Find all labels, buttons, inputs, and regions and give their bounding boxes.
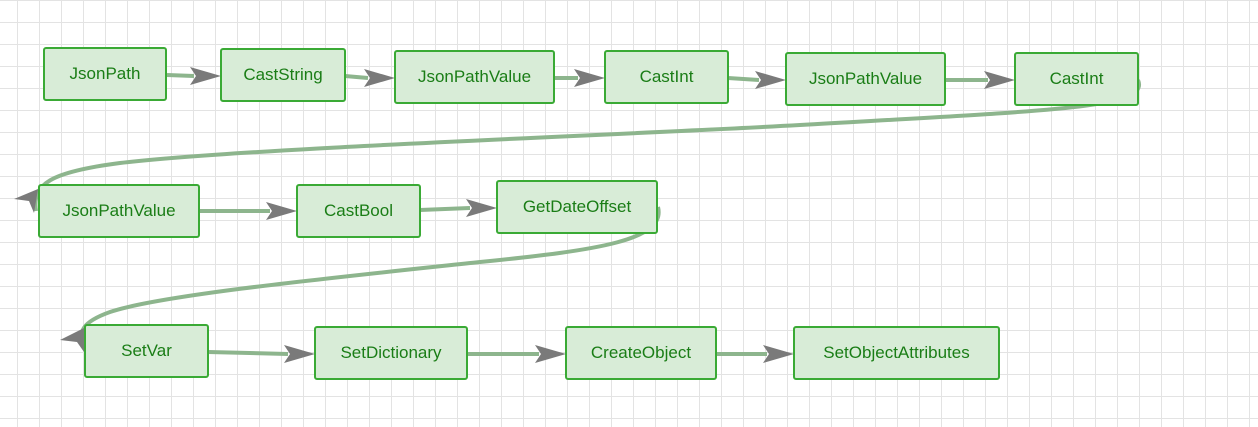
connector-caststring-to-jsonpathvalue (344, 74, 369, 80)
node-label: SetObjectAttributes (823, 343, 970, 362)
connector-getdateoffset-to-setvar (79, 206, 661, 346)
arrowhead (190, 67, 221, 85)
arrowhead (14, 189, 38, 213)
node-label: JsonPathValue (808, 69, 923, 88)
node-label: JsonPathValue (62, 201, 176, 220)
node-jsonpathvalue-2[interactable]: JsonPathValue (785, 52, 946, 106)
arrowhead (755, 71, 786, 89)
arrowhead (984, 71, 1015, 89)
node-label: SetVar (121, 341, 172, 360)
arrowhead (284, 345, 315, 363)
connector-jsonpath-to-caststring (166, 73, 195, 78)
node-setobjectattributes[interactable]: SetObjectAttributes (793, 326, 1000, 380)
node-jsonpath[interactable]: JsonPath (43, 47, 167, 101)
node-createobject[interactable]: CreateObject (565, 326, 717, 380)
connector-setvar-to-setdictionary (207, 350, 289, 356)
arrowhead (574, 69, 605, 87)
node-caststring[interactable]: CastString (220, 48, 346, 102)
arrowhead (466, 199, 497, 217)
arrowhead (535, 345, 566, 363)
node-label: CastBool (324, 201, 393, 220)
arrowhead (763, 345, 794, 363)
node-setdictionary[interactable]: SetDictionary (314, 326, 468, 380)
node-label: SetDictionary (340, 343, 442, 362)
node-label: CastInt (639, 67, 694, 86)
node-castint[interactable]: CastInt (604, 50, 729, 104)
connector-castint-to-jsonpathvalue-row2 (33, 79, 1142, 212)
node-label: CreateObject (590, 343, 692, 362)
node-setvar[interactable]: SetVar (84, 324, 209, 378)
node-label: JsonPath (69, 64, 141, 83)
node-label: CastString (243, 65, 323, 84)
node-jsonpathvalue-3[interactable]: JsonPathValue (38, 184, 200, 238)
node-label: JsonPathValue (417, 67, 532, 86)
node-label: CastInt (1049, 69, 1104, 88)
arrowhead (266, 202, 297, 220)
node-label: GetDateOffset (522, 197, 632, 216)
node-castint-2[interactable]: CastInt (1014, 52, 1139, 106)
node-castbool[interactable]: CastBool (296, 184, 421, 238)
arrowhead (364, 69, 395, 87)
node-jsonpathvalue[interactable]: JsonPathValue (394, 50, 555, 104)
connector-castbool-to-getdateoffset (419, 206, 471, 212)
node-getdateoffset[interactable]: GetDateOffset (496, 180, 658, 234)
connector-castint-to-jsonpathvalue (727, 76, 760, 82)
arrowhead (60, 328, 84, 352)
